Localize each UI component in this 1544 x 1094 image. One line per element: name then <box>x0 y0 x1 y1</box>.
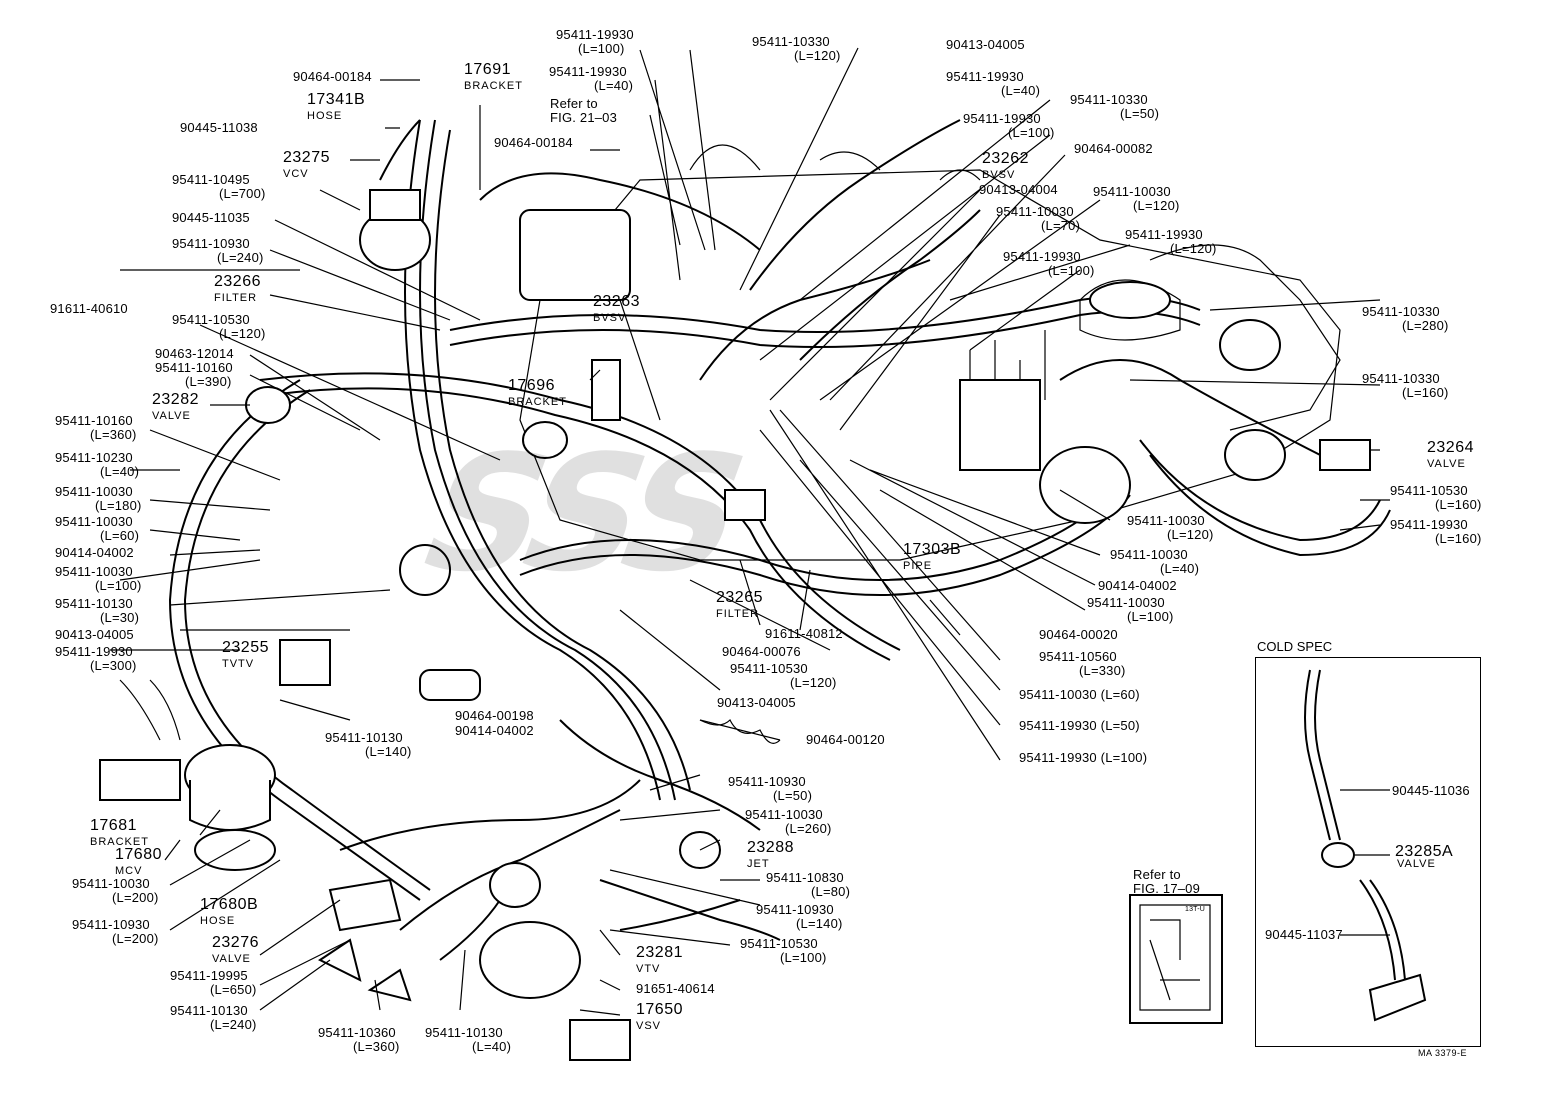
label-90413-04004: 90413-04004 <box>979 182 1058 197</box>
label-95411-10330-l160: 95411-10330(L=160) <box>1362 371 1449 400</box>
label-95411-10360-l360: 95411-10360(L=360) <box>318 1025 400 1054</box>
label-95411-19930-l40-b: 95411-19930(L=40) <box>946 69 1041 98</box>
label-95411-10030-l60-right: 95411-10030 (L=60) <box>1019 687 1140 702</box>
label-90464-00076: 90464-00076 <box>722 644 801 659</box>
label-95411-19930-l120: 95411-19930(L=120) <box>1125 227 1217 256</box>
label-95411-10030-l120-right: 95411-10030(L=120) <box>1127 513 1214 542</box>
label-95411-10530-l160: 95411-10530(L=160) <box>1390 483 1482 512</box>
label-90464-00184-left: 90464-00184 <box>293 69 372 84</box>
label-95411-10930-l240: 95411-10930(L=240) <box>172 236 264 265</box>
label-95411-10030-l200: 95411-10030(L=200) <box>72 876 159 905</box>
label-90464-00082: 90464-00082 <box>1074 141 1153 156</box>
label-90464-00020: 90464-00020 <box>1039 627 1118 642</box>
label-91611-40812: 91611-40812 <box>765 626 843 641</box>
label-95411-10330-l120: 95411-10330(L=120) <box>752 34 841 63</box>
label-95411-10230-l40: 95411-10230(L=40) <box>55 450 140 479</box>
label-95411-10560-l330: 95411-10560(L=330) <box>1039 649 1126 678</box>
label-95411-19930-l100-c: 95411-19930(L=100) <box>1003 249 1095 278</box>
label-95411-19930-l50: 95411-19930 (L=50) <box>1019 718 1140 733</box>
label-90414-04002-left: 90414-04002 <box>55 545 134 560</box>
label-95411-10030-l60: 95411-10030(L=60) <box>55 514 140 543</box>
label-95411-10130-l40: 95411-10130(L=40) <box>425 1025 512 1054</box>
label-91611-40610: 91611-40610 <box>50 301 128 316</box>
label-95411-10130-l30: 95411-10130(L=30) <box>55 596 140 625</box>
label-95411-10030-l100-right: 95411-10030(L=100) <box>1087 595 1174 624</box>
label-95411-10160-l360: 95411-10160(L=360) <box>55 413 137 442</box>
label-90463-12014: 90463-12014 <box>155 346 234 361</box>
label-95411-10030-l180: 95411-10030(L=180) <box>55 484 142 513</box>
label-95411-10160-l390: 95411-10160(L=390) <box>155 360 233 389</box>
cold-spec-title: COLD SPEC <box>1257 639 1333 654</box>
cold-label-23285a: 23285A <box>1395 843 1454 860</box>
label-95411-10330-l280: 95411-10330(L=280) <box>1362 304 1449 333</box>
label-95411-10830-l80: 95411-10830(L=80) <box>766 870 851 899</box>
label-90413-04005-top: 90413-04005 <box>946 37 1025 52</box>
cold-label-valve: VALVE <box>1397 858 1436 870</box>
label-95411-19930-l100: 95411-19930(L=100) <box>556 27 634 56</box>
label-95411-10030-l260: 95411-10030(L=260) <box>745 807 832 836</box>
label-95411-10130-l240: 95411-10130(L=240) <box>170 1003 257 1032</box>
label-95411-10030-l40: 95411-10030(L=40) <box>1110 547 1200 576</box>
label-95411-10930-l140: 95411-10930(L=140) <box>756 902 843 931</box>
drawing-number: MA 3379-E <box>1418 1048 1468 1058</box>
label-90464-00184-mid: 90464-00184 <box>494 135 573 150</box>
label-95411-10030-l120-top: 95411-10030(L=120) <box>1093 184 1180 213</box>
label-95411-10330-l50: 95411-10330(L=50) <box>1070 92 1160 121</box>
label-90414-04002-right: 90414-04002 <box>1098 578 1177 593</box>
label-95411-19930-l300: 95411-19930(L=300) <box>55 644 137 673</box>
label-95411-19930-l100-right: 95411-19930 (L=100) <box>1019 750 1148 765</box>
label-90464-00120: 90464-00120 <box>806 732 885 747</box>
cold-label-90445-11037: 90445-11037 <box>1265 927 1343 942</box>
label-95411-10930-l50: 95411-10930(L=50) <box>728 774 813 803</box>
label-95411-10530-l120-left: 95411-10530(L=120) <box>172 312 266 341</box>
label-95411-10495: 95411-10495(L=700) <box>172 172 266 201</box>
label-95411-10030-l70: 95411-10030(L=70) <box>996 204 1081 233</box>
cold-label-90445-11036: 90445-11036 <box>1392 783 1470 798</box>
label-95411-19930-l40-a: 95411-19930(L=40) <box>549 64 634 93</box>
panel-code: 13T-U <box>1185 906 1206 913</box>
label-95411-19930-l100-b: 95411-19930(L=100) <box>963 111 1055 140</box>
label-90445-11035: 90445-11035 <box>172 210 250 225</box>
label-90414-04002-mid: 90414-04002 <box>455 723 534 738</box>
label-90464-00198: 90464-00198 <box>455 708 534 723</box>
label-95411-19930-l160: 95411-19930(L=160) <box>1390 517 1482 546</box>
label-95411-10530-l120-mid: 95411-10530(L=120) <box>730 661 837 690</box>
label-90413-04005-mid: 90413-04005 <box>717 695 796 710</box>
label-90445-11038: 90445-11038 <box>180 120 258 135</box>
label-95411-10530-l100: 95411-10530(L=100) <box>740 936 827 965</box>
label-95411-10130-l140: 95411-10130(L=140) <box>325 730 412 759</box>
label-95411-10930-l200: 95411-10930(L=200) <box>72 917 159 946</box>
label-95411-10030-l100-left: 95411-10030(L=100) <box>55 564 142 593</box>
cold-spec-panel <box>1255 657 1481 1047</box>
label-90413-04005-left: 90413-04005 <box>55 627 134 642</box>
label-91651-40614: 91651-40614 <box>636 981 715 996</box>
label-95411-19995-l650: 95411-19995(L=650) <box>170 968 257 997</box>
